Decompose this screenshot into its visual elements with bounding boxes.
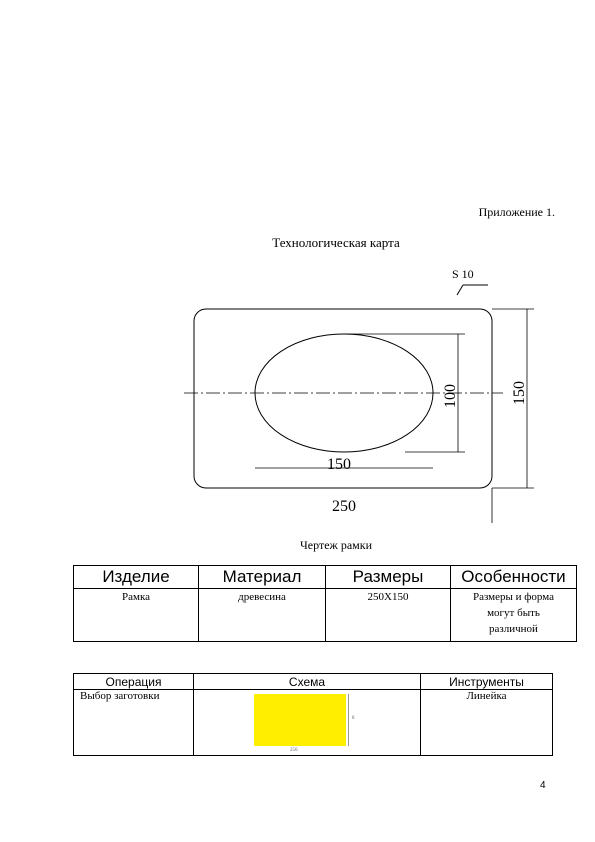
product-table-header-row: Изделие Материал Размеры Особенности xyxy=(73,565,577,589)
page-number: 4 xyxy=(540,780,546,791)
drawing-caption: Чертеж рамки xyxy=(300,538,372,552)
cell-operation: Выбор заготовки xyxy=(73,689,194,756)
ellipse-cutout xyxy=(254,333,434,453)
cell-dimensions: 250Х150 xyxy=(325,588,451,642)
operation-table: Операция Схема Инструменты Выбор заготов… xyxy=(73,673,553,756)
frame-outline xyxy=(193,308,493,489)
cell-tool: Линейка xyxy=(420,689,553,756)
blank-edge xyxy=(348,694,349,746)
header-scheme: Схема xyxy=(193,673,421,690)
header-material: Материал xyxy=(198,565,326,589)
table-row: Рамка древесина 250Х150 Размеры и форма … xyxy=(73,588,577,642)
cell-scheme: 8 250 xyxy=(193,689,421,756)
header-operation: Операция xyxy=(73,673,194,690)
scheme-label-bottom: 250 xyxy=(290,748,298,753)
page-title: Технологическая карта xyxy=(272,235,400,250)
header-features: Особенности xyxy=(450,565,577,589)
appendix-label: Приложение 1. xyxy=(478,205,555,219)
header-product: Изделие xyxy=(73,565,199,589)
ellipse-height-label: 100 xyxy=(442,384,459,408)
frame-height-label: 150 xyxy=(511,381,528,405)
ellipse-width-label: 150 xyxy=(327,456,351,473)
scheme-label-right: 8 xyxy=(352,716,355,721)
cell-material: древесина xyxy=(198,588,326,642)
frame-width-label: 250 xyxy=(332,498,356,515)
roughness-leader xyxy=(456,284,464,296)
product-table: Изделие Материал Размеры Особенности Рам… xyxy=(73,565,577,642)
operation-table-header-row: Операция Схема Инструменты xyxy=(73,673,553,690)
blank-workpiece xyxy=(254,694,346,746)
cell-features: Размеры и форма могут быть различной xyxy=(450,588,577,642)
cell-product: Рамка xyxy=(73,588,199,642)
table-row: Выбор заготовки 8 250 Линейка xyxy=(73,689,553,756)
blank-scheme-image: 8 250 xyxy=(252,692,362,753)
roughness-label: S 10 xyxy=(452,267,474,281)
header-tools: Инструменты xyxy=(420,673,553,690)
header-dimensions: Размеры xyxy=(325,565,451,589)
